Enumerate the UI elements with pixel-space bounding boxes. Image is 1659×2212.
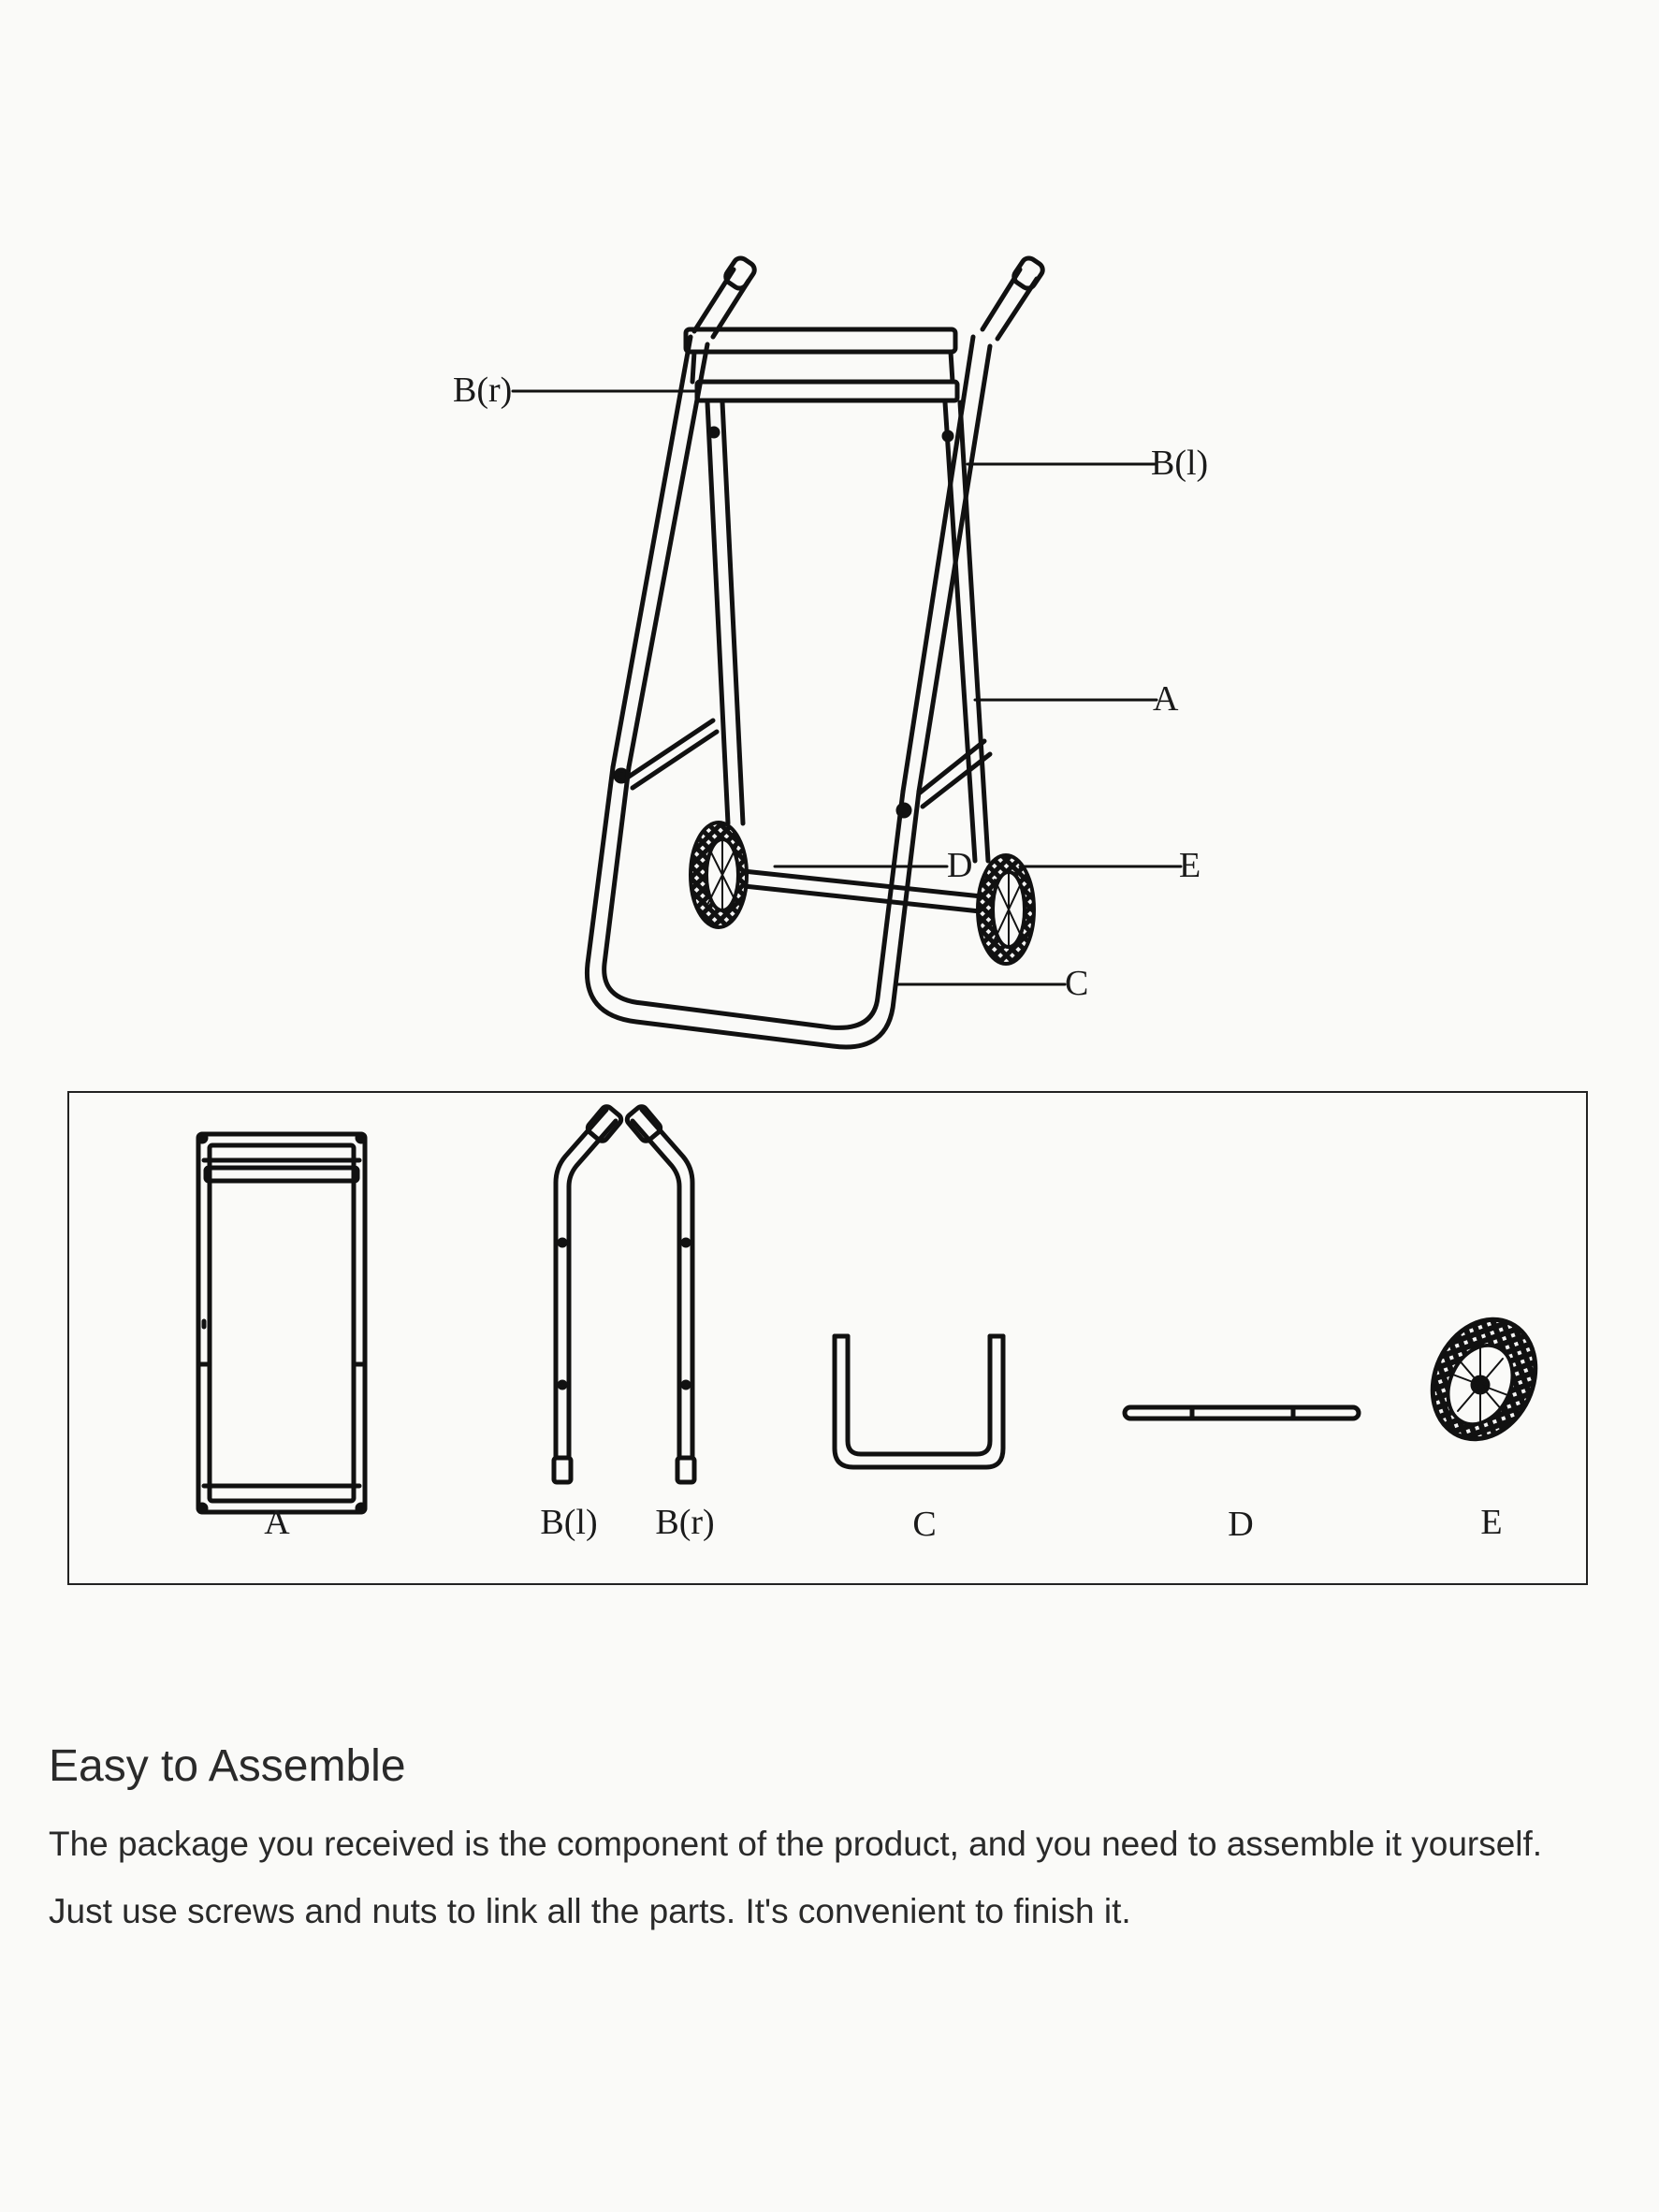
part-label-b-right: B(r) [655,1503,715,1542]
frame-a-uprights [705,400,991,864]
part-label-b-left: B(l) [540,1503,598,1542]
wheel-icon [1430,1317,1538,1442]
u-base-icon [832,1333,1006,1470]
callout-c: C [1065,964,1089,1003]
parts-panel: A B(l) B(r) C D E [67,1091,1588,1585]
u-base [584,764,922,1050]
description-line-2: Just use screws and nuts to link all the… [49,1892,1131,1930]
callout-b-left: B(l) [1151,444,1209,483]
parts-illustrations [196,1104,1538,1515]
assembled-cart-illustration [511,255,1183,1050]
callout-d: D [947,846,973,885]
part-label-e: E [1480,1503,1503,1542]
top-crossbars [683,327,960,403]
part-label-d: D [1228,1505,1254,1544]
axle-rod [732,867,1002,916]
left-wheel [689,821,749,929]
callout-b-right: B(r) [453,371,513,410]
frame-a-icon [196,1131,368,1515]
axle-rod-icon [1122,1404,1361,1421]
handle-left-icon [551,1104,624,1485]
handle-right-icon [624,1104,697,1485]
section-heading: Easy to Assemble [49,1741,406,1791]
description-line-1: The package you received is the componen… [49,1825,1543,1863]
callout-e: E [1179,846,1201,885]
diagonal-braces [613,718,993,819]
part-label-a: A [264,1503,290,1542]
callout-leader-lines [511,389,1183,986]
part-label-c: C [912,1505,937,1544]
callout-a: A [1153,679,1179,719]
right-wheel [976,853,1036,966]
